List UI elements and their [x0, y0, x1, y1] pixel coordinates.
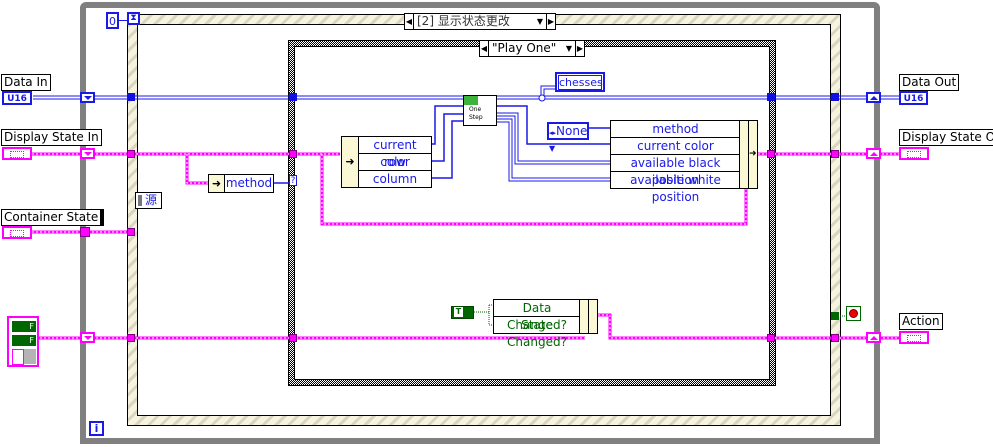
boolean-false-constant[interactable]: F: [12, 335, 36, 346]
enum-value: None: [556, 124, 588, 138]
data-out-terminal[interactable]: U16: [899, 91, 928, 105]
boolean-array-constant[interactable]: F F: [7, 316, 39, 367]
timeout-hourglass-icon: ⧗: [127, 12, 140, 25]
tunnel: [127, 228, 135, 236]
event-data-node[interactable]: 源: [135, 192, 162, 209]
shift-register-left[interactable]: [80, 332, 95, 343]
tunnel: [831, 150, 839, 158]
tunnel: [767, 334, 775, 342]
subvi-label-line1: One: [469, 106, 482, 113]
shift-register-right[interactable]: [866, 148, 881, 159]
grid-icon: [464, 96, 478, 105]
container-state-label: Container State: [1, 209, 105, 226]
iteration-terminal: i: [89, 421, 104, 436]
container-state-terminal[interactable]: [2, 226, 32, 239]
chesses-label: chesses: [558, 75, 603, 90]
display-state-in-terminal[interactable]: [2, 147, 32, 160]
tunnel: [80, 227, 90, 237]
unbundle-by-name-method[interactable]: ➜ method: [208, 174, 274, 193]
unbundle-by-name-state[interactable]: ➜ current color row column: [341, 136, 432, 188]
data-in-label: Data In: [1, 74, 51, 91]
one-step-subvi[interactable]: One Step: [463, 95, 497, 126]
tunnel: [127, 334, 135, 342]
action-terminal[interactable]: [899, 331, 929, 344]
case-selector[interactable]: ◀ "Play One" ▼ ▶: [479, 40, 585, 57]
display-state-in-label: Display State In: [1, 129, 102, 146]
bundle-by-name-state[interactable]: method current color available black pos…: [610, 120, 758, 204]
tunnel: [767, 93, 775, 101]
unbundle-field: method: [225, 176, 273, 190]
boolean-true-constant[interactable]: T: [451, 306, 474, 319]
shift-register-right[interactable]: [866, 332, 881, 343]
bundle-field: State Changed?: [507, 318, 567, 349]
action-label: Action: [899, 313, 943, 330]
display-state-out-label: Display State Out: [899, 129, 993, 146]
subvi-label-line2: Step: [469, 114, 483, 121]
tunnel: [289, 334, 297, 342]
bundle-field: current color: [611, 138, 740, 155]
boolean-value: T: [454, 307, 463, 317]
bundle-field: available white position: [630, 173, 721, 204]
event-source-field: 源: [145, 193, 158, 207]
dropdown-arrow-icon: ▼: [549, 144, 556, 153]
enum-constant[interactable]: ◂▸None ▼: [547, 122, 589, 153]
event-case-selector[interactable]: ◀ [2] 显示状态更改 ▼ ▶: [404, 13, 556, 30]
tunnel: [127, 93, 135, 101]
tunnel: [127, 150, 135, 158]
chesses-indicator[interactable]: chesses: [555, 72, 605, 92]
bundle-by-name-action[interactable]: Data Changed? State Changed?: [493, 299, 598, 349]
loop-condition-tunnel: [831, 312, 839, 320]
bundle-field: Data Changed?: [494, 300, 580, 332]
data-out-label: Data Out: [899, 74, 960, 91]
tunnel: [831, 334, 839, 342]
tunnel: [289, 150, 297, 158]
dropdown-arrow-icon[interactable]: ▼: [565, 44, 572, 53]
timeout-constant[interactable]: 0: [106, 12, 119, 29]
unbundle-field: current color: [359, 137, 431, 169]
increment-arrow-icon[interactable]: ▶: [546, 14, 555, 29]
boolean-false-constant[interactable]: F: [12, 321, 36, 332]
decrement-arrow-icon[interactable]: ◀: [405, 14, 414, 29]
unwired-tunnel[interactable]: ?: [289, 175, 297, 186]
tunnel: [289, 93, 297, 101]
tunnel: [831, 93, 839, 101]
shift-register-left[interactable]: [80, 148, 95, 159]
bundle-field: method: [611, 121, 740, 138]
enum-arrows-icon: ◂▸: [549, 129, 557, 137]
dropdown-arrow-icon[interactable]: ▼: [536, 17, 543, 26]
display-state-out-terminal[interactable]: [899, 147, 929, 160]
unbundle-field: row: [359, 154, 431, 171]
array-index[interactable]: [12, 349, 24, 365]
tunnel: [767, 150, 775, 158]
shift-register-left[interactable]: [80, 92, 95, 103]
data-in-terminal[interactable]: U16: [2, 91, 32, 105]
increment-arrow-icon[interactable]: ▶: [575, 41, 584, 56]
stop-condition-icon[interactable]: [846, 306, 861, 321]
shift-register-right[interactable]: [866, 92, 881, 103]
event-case-label: [2] 显示状态更改: [417, 14, 510, 28]
bundle-field: available black position: [611, 155, 740, 187]
case-value-label: "Play One": [492, 41, 557, 55]
decrement-arrow-icon[interactable]: ◀: [480, 41, 489, 56]
unbundle-field: column: [372, 172, 418, 186]
